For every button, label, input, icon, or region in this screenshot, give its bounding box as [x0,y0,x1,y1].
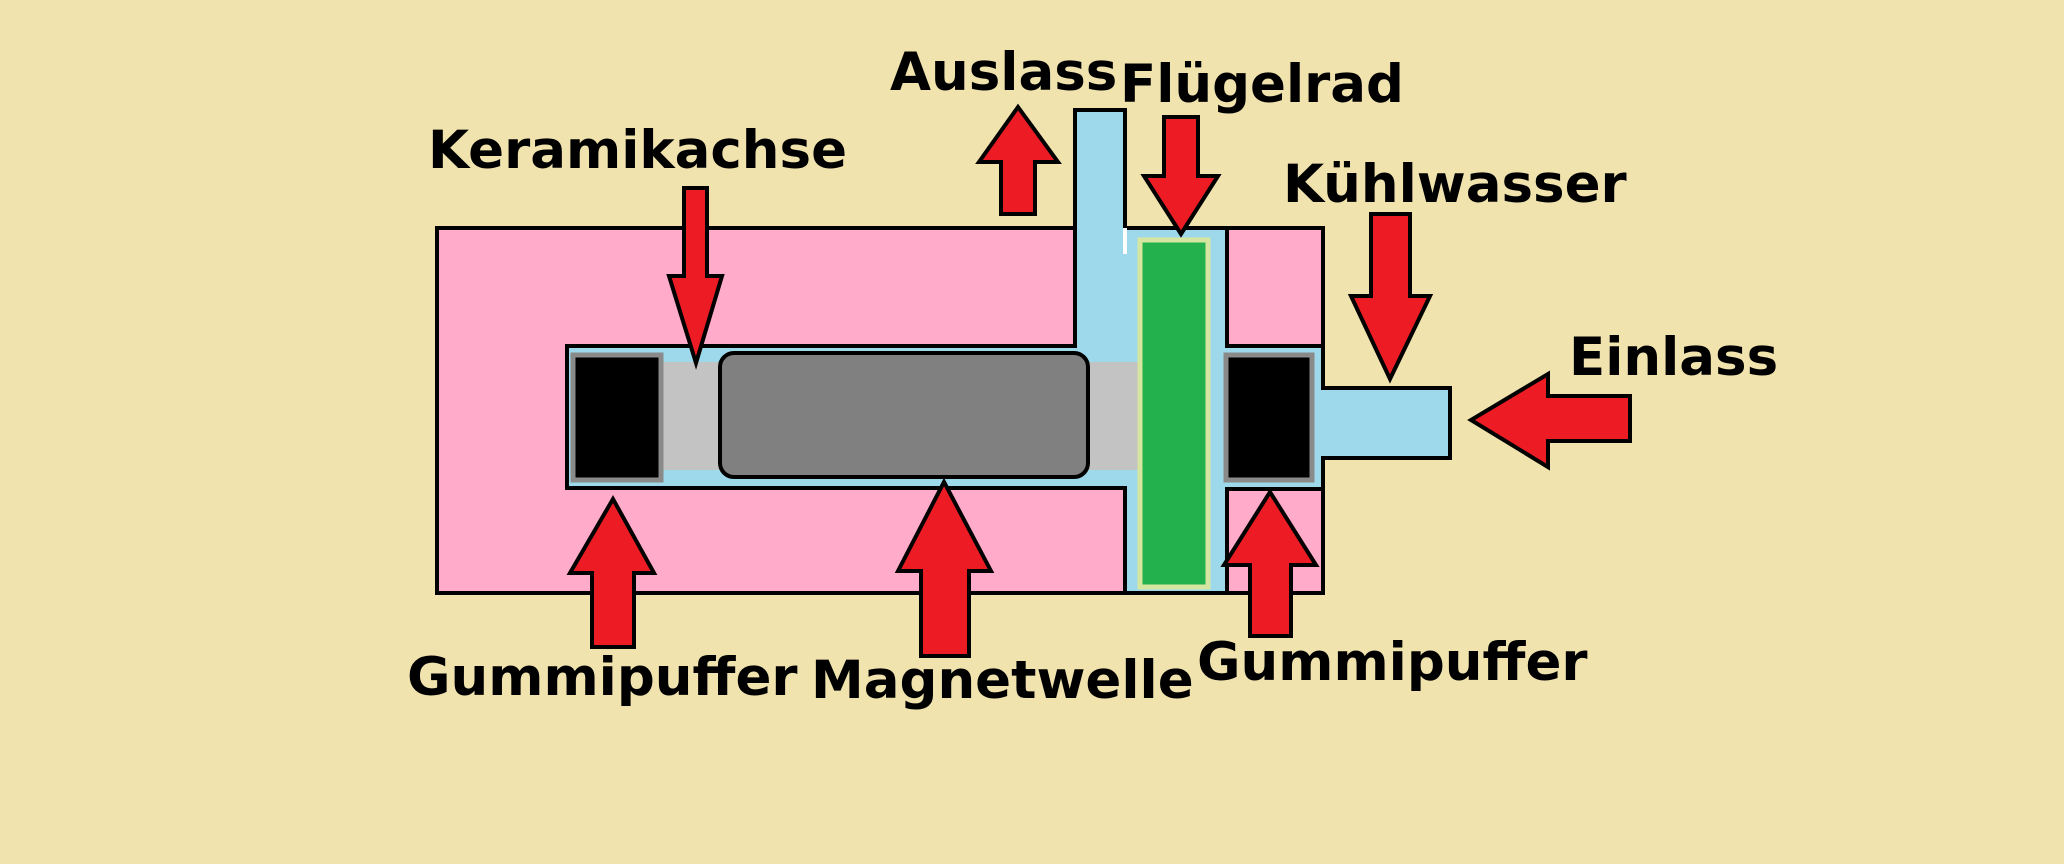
magnet-shaft [718,351,1090,479]
label-fluegelrad: Flügelrad [1120,54,1404,115]
arrow-gummipuffer-right [1220,488,1320,638]
arrow-gummipuffer-left [566,494,658,649]
impeller [1137,237,1211,590]
arrow-fluegelrad [1140,115,1222,238]
label-auslass: Auslass [890,42,1117,103]
arrow-keramikachse [666,186,725,370]
label-kuehlwasser: Kühlwasser [1283,154,1627,215]
arrow-auslass [975,103,1062,216]
label-magnetwelle: Magnetwelle [811,650,1194,711]
label-einlass: Einlass [1569,327,1778,388]
arrow-magnetwelle [894,477,995,658]
arrow-einlass [1467,370,1632,471]
arrow-kuehlwasser [1347,212,1434,384]
label-gummipuffer-right: Gummipuffer [1197,632,1588,693]
label-gummipuffer-left: Gummipuffer [407,647,798,708]
rubber-buffer-left [570,352,664,483]
label-keramikachse: Keramikachse [428,120,847,181]
housing-right-upper [1225,226,1325,348]
rubber-buffer-right [1223,352,1315,483]
